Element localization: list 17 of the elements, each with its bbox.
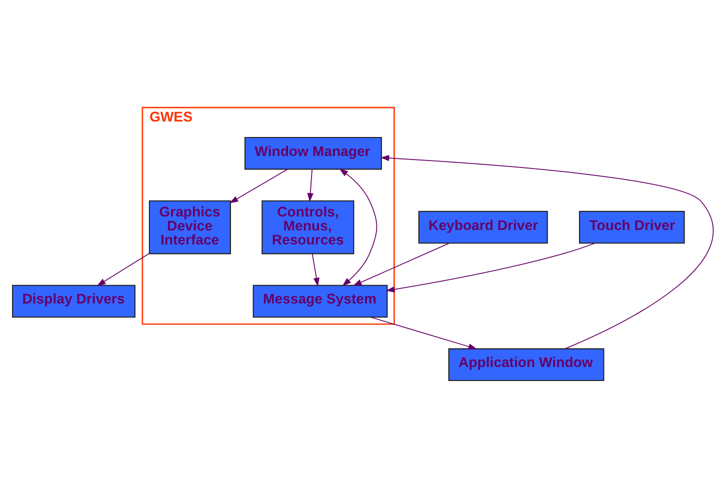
arrow: [370, 316, 478, 350]
arrow: [96, 252, 150, 286]
arrow: [229, 168, 288, 204]
arrow: [339, 168, 378, 286]
node-box: Application Window: [448, 348, 604, 381]
arrow: [386, 242, 596, 292]
node-box: Display Drivers: [12, 284, 136, 318]
arrow: [352, 242, 450, 286]
node-box: Touch Driver: [578, 210, 685, 244]
node-box: Keyboard Driver: [418, 210, 548, 244]
node-box: Controls, Menus, Resources: [262, 200, 354, 254]
node-box: Window Manager: [244, 136, 382, 170]
node-box: Message System: [252, 284, 388, 318]
arrow: [380, 154, 714, 350]
node-box: Graphics Device Interface: [148, 200, 231, 254]
arrow: [312, 253, 320, 287]
arrow: [307, 169, 314, 202]
